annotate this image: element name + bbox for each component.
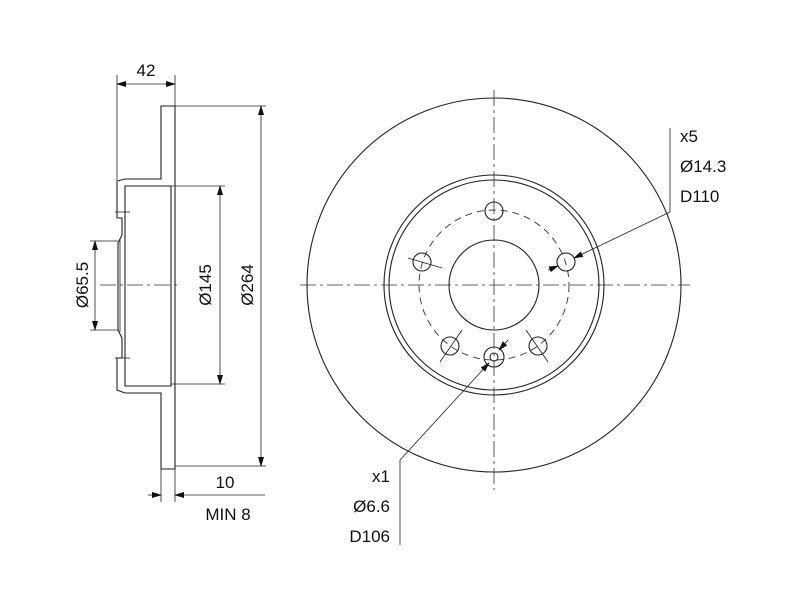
hat-outer-ring	[383, 174, 605, 396]
bolt-hole-centerline	[525, 329, 549, 363]
front-view: x5 Ø14.3 D110 x1 Ø6.6 D106	[300, 90, 726, 546]
bolt-hole-leader	[573, 211, 671, 259]
hat-inner-ring	[388, 179, 600, 391]
min-thickness-label: MIN 8	[205, 505, 250, 524]
locator-hole-pcd: D106	[349, 527, 390, 546]
bolt-hole	[440, 336, 460, 356]
locator-hole-leader	[399, 362, 490, 461]
bolt-hole	[412, 252, 432, 272]
outer-diameter-label: Ø264	[238, 264, 257, 306]
hat-interior	[125, 186, 171, 386]
thickness-label: 10	[216, 473, 235, 492]
side-section-view: 42 Ø65.5 Ø145 Ø264 10 MIN 8	[73, 61, 266, 524]
bolt-hole	[484, 201, 504, 221]
bolt-hole-diameter: Ø14.3	[680, 157, 726, 176]
bolt-holes	[407, 201, 576, 363]
bolt-hole-centerline	[439, 329, 463, 363]
locator-hole-arrow	[498, 339, 509, 351]
locator-hole-count: x1	[372, 467, 390, 486]
center-bore	[448, 239, 540, 331]
locator-hole-ring	[483, 346, 505, 368]
hat-diameter-label: Ø145	[196, 264, 215, 306]
disc-outer-edge	[306, 97, 682, 473]
locator-hole	[489, 352, 499, 362]
hub-bore-label: Ø65.5	[73, 262, 92, 308]
bolt-hole	[556, 252, 576, 272]
bolt-hole-count: x5	[680, 127, 698, 146]
bolt-hole-pcd: D110	[680, 187, 719, 206]
width-label: 42	[137, 61, 156, 80]
locator-hole-diameter: Ø6.6	[353, 497, 390, 516]
hat-interior-outline	[124, 185, 172, 387]
bolt-hole-centerline	[407, 257, 443, 269]
bolt-hole	[528, 336, 548, 356]
bolt-circle	[418, 209, 570, 361]
bolt-hole-arrow	[547, 265, 559, 273]
